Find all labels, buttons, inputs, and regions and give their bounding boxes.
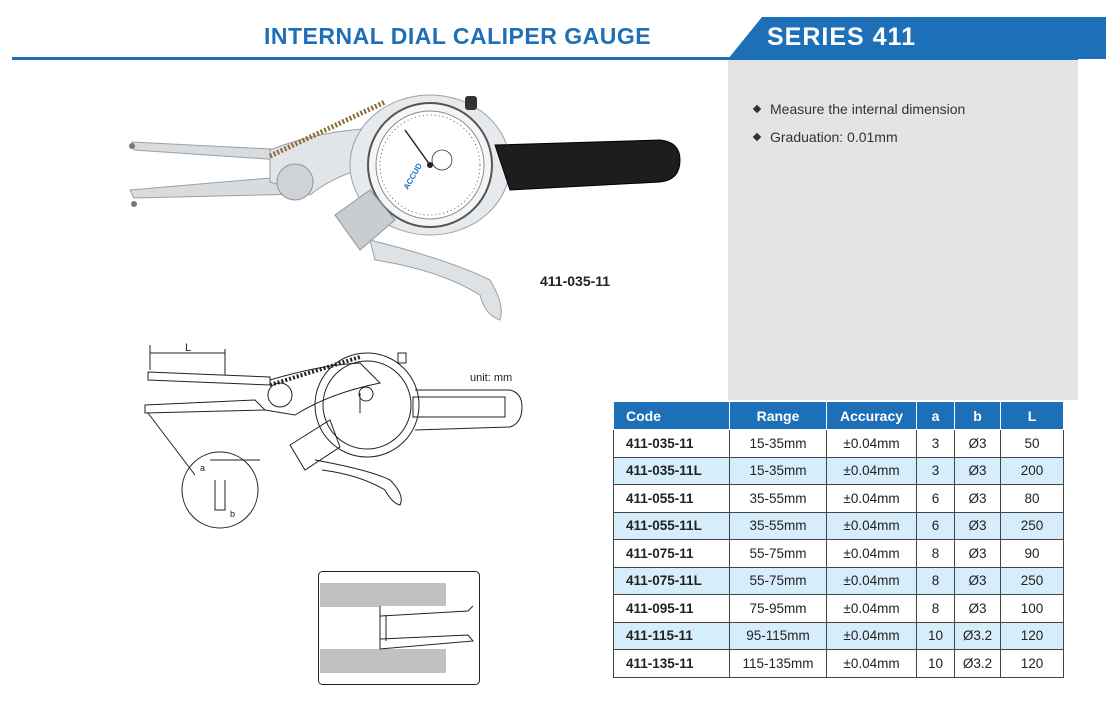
cell-range: 115-135mm (729, 649, 827, 678)
cell-a: 3 (916, 456, 955, 485)
usage-diagram (318, 571, 480, 685)
cell-a: 8 (916, 594, 955, 623)
cell-accuracy: ±0.04mm (826, 621, 917, 650)
cell-range: 55-75mm (729, 539, 827, 568)
cell-a: 6 (916, 484, 955, 513)
cell-accuracy: ±0.04mm (826, 484, 917, 513)
page-title: INTERNAL DIAL CALIPER GAUGE (264, 23, 652, 49)
header-rule (12, 57, 1078, 60)
unit-label: unit: mm (470, 372, 513, 384)
cell-L: 90 (1000, 539, 1064, 568)
bullet-icon (752, 104, 762, 114)
cell-range: 95-115mm (729, 621, 827, 650)
table-row: 411-075-11L 55-75mm ±0.04mm 8 Ø3 250 (613, 566, 1064, 595)
cell-code: 411-095-11 (613, 594, 730, 623)
cell-L: 120 (1000, 649, 1064, 678)
cell-b: Ø3 (954, 539, 1001, 568)
col-header-range: Range (729, 401, 827, 430)
col-header-b: b (954, 401, 1001, 430)
cell-code: 411-075-11L (613, 566, 730, 595)
table-row: 411-135-11 115-135mm ±0.04mm 10 Ø3.2 120 (613, 649, 1064, 678)
cell-b: Ø3 (954, 594, 1001, 623)
col-header-a: a (916, 401, 955, 430)
cell-range: 55-75mm (729, 566, 827, 595)
col-header-L: L (1000, 401, 1064, 430)
cell-b: Ø3 (954, 484, 1001, 513)
feature-item: Graduation: 0.01mm (752, 128, 965, 156)
feature-list: Measure the internal dimension Graduatio… (752, 100, 965, 156)
table-row: 411-035-11L 15-35mm ±0.04mm 3 Ø3 200 (613, 456, 1064, 485)
cell-b: Ø3 (954, 456, 1001, 485)
cell-b: Ø3 (954, 511, 1001, 540)
cell-L: 250 (1000, 566, 1064, 595)
spec-table: Code Range Accuracy a b L 411-035-11 15-… (613, 401, 1064, 678)
cell-L: 200 (1000, 456, 1064, 485)
cell-code: 411-035-11L (613, 456, 730, 485)
cell-L: 80 (1000, 484, 1064, 513)
cell-a: 10 (916, 649, 955, 678)
cell-b: Ø3.2 (954, 621, 1001, 650)
cell-a: 8 (916, 539, 955, 568)
table-header-row: Code Range Accuracy a b L (613, 401, 1064, 430)
cell-accuracy: ±0.04mm (826, 566, 917, 595)
cell-b: Ø3.2 (954, 649, 1001, 678)
cell-a: 3 (916, 429, 955, 458)
series-label: SERIES 411 (767, 23, 916, 51)
cell-range: 75-95mm (729, 594, 827, 623)
product-photo: ACCUD (129, 94, 681, 321)
feature-panel (728, 60, 1078, 400)
table-row: 411-115-11 95-115mm ±0.04mm 10 Ø3.2 120 (613, 621, 1064, 650)
table-row: 411-055-11 35-55mm ±0.04mm 6 Ø3 80 (613, 484, 1064, 513)
table-row: 411-035-11 15-35mm ±0.04mm 3 Ø3 50 (613, 429, 1064, 458)
series-tab (728, 17, 1106, 59)
cell-b: Ø3 (954, 566, 1001, 595)
col-header-accuracy: Accuracy (826, 401, 917, 430)
cell-L: 50 (1000, 429, 1064, 458)
cell-code: 411-035-11 (613, 429, 730, 458)
cell-code: 411-055-11 (613, 484, 730, 513)
dim-a-label: a (200, 463, 205, 473)
cell-accuracy: ±0.04mm (826, 649, 917, 678)
cell-code: 411-115-11 (613, 621, 730, 650)
cell-code: 411-075-11 (613, 539, 730, 568)
dim-b-label: b (230, 509, 235, 519)
cell-code: 411-055-11L (613, 511, 730, 540)
cell-L: 100 (1000, 594, 1064, 623)
bullet-icon (752, 132, 762, 142)
cell-L: 120 (1000, 621, 1064, 650)
cell-accuracy: ±0.04mm (826, 511, 917, 540)
cell-range: 35-55mm (729, 484, 827, 513)
dim-L-label: L (185, 342, 191, 354)
cell-code: 411-135-11 (613, 649, 730, 678)
cell-b: Ø3 (954, 429, 1001, 458)
cell-range: 15-35mm (729, 456, 827, 485)
cell-accuracy: ±0.04mm (826, 429, 917, 458)
cell-a: 8 (916, 566, 955, 595)
col-header-code: Code (613, 401, 730, 430)
table-row: 411-055-11L 35-55mm ±0.04mm 6 Ø3 250 (613, 511, 1064, 540)
table-row: 411-075-11 55-75mm ±0.04mm 8 Ø3 90 (613, 539, 1064, 568)
cell-a: 10 (916, 621, 955, 650)
technical-drawing: L a b (144, 342, 523, 529)
cell-accuracy: ±0.04mm (826, 539, 917, 568)
product-model-label: 411-035-11 (540, 273, 611, 289)
table-row: 411-095-11 75-95mm ±0.04mm 8 Ø3 100 (613, 594, 1064, 623)
cell-accuracy: ±0.04mm (826, 594, 917, 623)
cell-a: 6 (916, 511, 955, 540)
feature-item: Measure the internal dimension (752, 100, 965, 128)
cell-range: 15-35mm (729, 429, 827, 458)
cell-range: 35-55mm (729, 511, 827, 540)
cell-accuracy: ±0.04mm (826, 456, 917, 485)
cell-L: 250 (1000, 511, 1064, 540)
